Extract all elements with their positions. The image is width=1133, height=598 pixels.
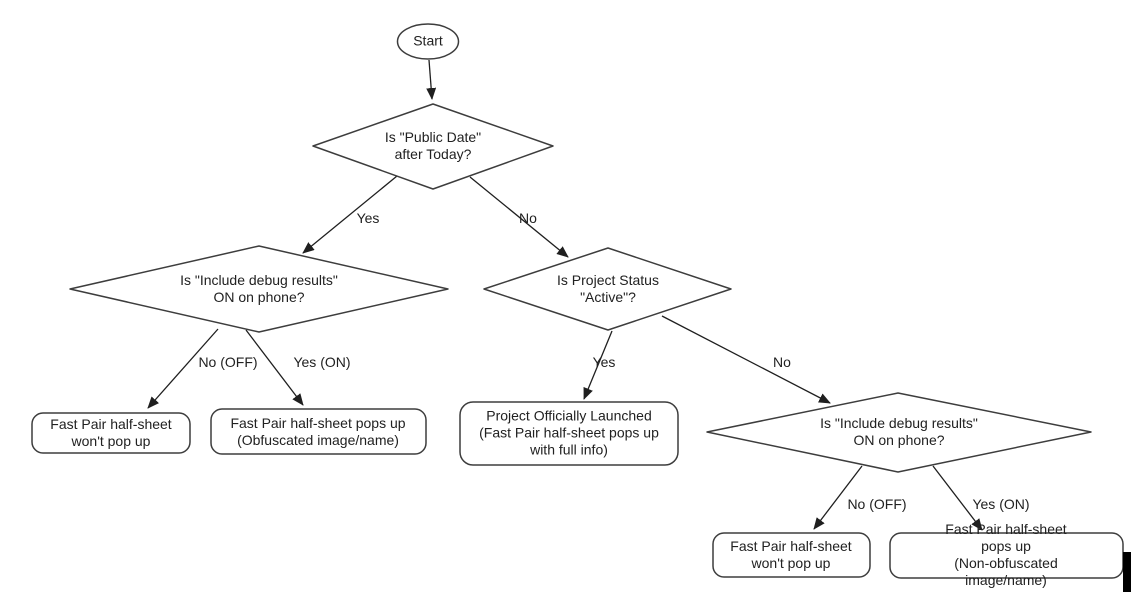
edge-label-debug-right-no: No (OFF) bbox=[847, 496, 907, 512]
edge-label-public-date-no: No bbox=[519, 210, 537, 226]
edge-debug-right-no bbox=[813, 465, 863, 530]
outcome-non-obfuscated-label: Fast Pair half-sheet pops up (Non-obfusc… bbox=[945, 521, 1067, 588]
edge-label-status-yes: Yes bbox=[592, 354, 616, 370]
decision-debug-left-label: Is "Include debug results" ON on phone? bbox=[180, 272, 338, 305]
decision-project-status-label: Is Project Status "Active"? bbox=[557, 272, 659, 305]
outcome-no-popup-right-shape bbox=[712, 532, 871, 578]
edge-label-public-date-yes: Yes bbox=[356, 210, 380, 226]
decision-debug-left-shape bbox=[69, 245, 449, 333]
edges bbox=[147, 59, 983, 531]
text-cursor-artifact bbox=[1123, 552, 1131, 592]
edge-debug-left-no bbox=[147, 328, 219, 409]
decision-public-date-label: Is "Public Date" after Today? bbox=[384, 129, 482, 162]
outcome-no-popup-left-shape bbox=[31, 412, 191, 454]
edge-status-yes bbox=[583, 330, 613, 400]
edge-public-date-yes bbox=[302, 175, 398, 254]
decision-public-date-shape bbox=[312, 103, 554, 190]
edge-label-status-no: No bbox=[773, 354, 791, 370]
decision-debug-right-shape bbox=[706, 392, 1092, 473]
outcome-launched-shape bbox=[459, 401, 679, 466]
outcome-launched-label: Project Officially Launched (Fast Pair h… bbox=[479, 407, 659, 458]
edge-label-debug-left-no: No (OFF) bbox=[198, 354, 258, 370]
outcome-obfuscated-label: Fast Pair half-sheet pops up (Obfuscated… bbox=[230, 415, 406, 448]
edge-start-to-public-date bbox=[426, 59, 437, 100]
edge-status-no bbox=[661, 315, 831, 404]
decision-project-status-shape bbox=[483, 247, 732, 331]
edge-public-date-no bbox=[469, 176, 569, 258]
decision-debug-right-label: Is "Include debug results" ON on phone? bbox=[820, 415, 978, 448]
shapes bbox=[31, 23, 1124, 579]
edge-debug-right-yes bbox=[932, 465, 983, 531]
start-node-shape bbox=[396, 23, 460, 60]
edge-label-debug-right-yes: Yes (ON) bbox=[972, 496, 1030, 512]
outcome-obfuscated-shape bbox=[210, 408, 427, 455]
edge-label-debug-left-yes: Yes (ON) bbox=[293, 354, 351, 370]
start-node-label: Start bbox=[413, 32, 443, 49]
edge-debug-left-yes bbox=[245, 329, 304, 406]
outcome-no-popup-left-label: Fast Pair half-sheet won't pop up bbox=[50, 416, 172, 449]
outcome-no-popup-right-label: Fast Pair half-sheet won't pop up bbox=[730, 538, 852, 571]
